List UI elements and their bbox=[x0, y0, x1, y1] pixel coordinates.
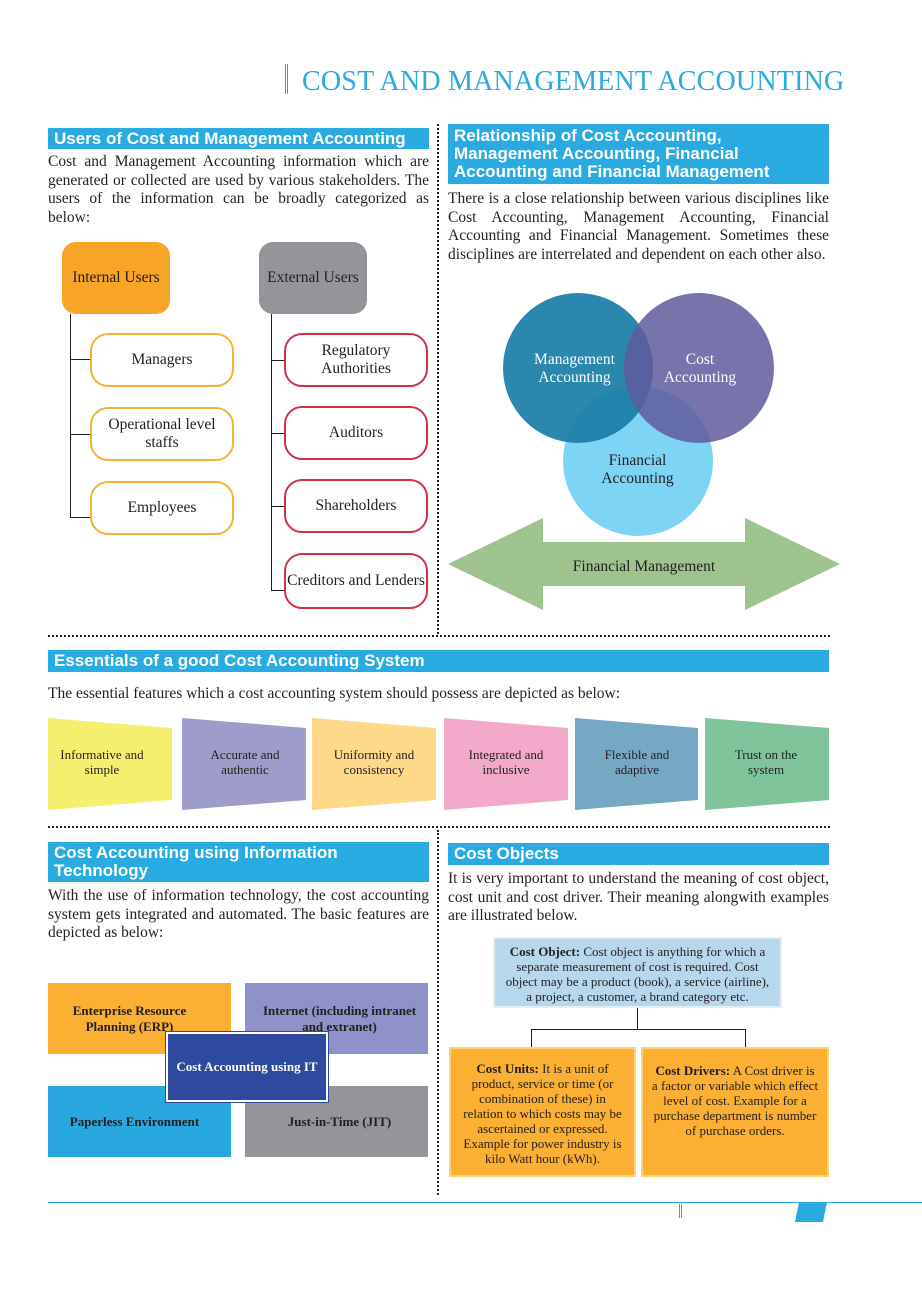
cost-driver-text: A Cost driver is a factor or variable wh… bbox=[651, 1063, 819, 1138]
financial-management-label: Financial Management bbox=[572, 558, 716, 575]
feature-uniformity-consistency: Uniformity and consistency bbox=[333, 747, 415, 777]
external-user-shareholders: Shareholders bbox=[284, 479, 428, 533]
cost-unit-text: It is a unit of product, service or time… bbox=[463, 1061, 622, 1166]
relationship-intro: There is a close relationship between va… bbox=[448, 190, 829, 263]
connector-horizontal bbox=[531, 1029, 745, 1030]
feature-shape-4 bbox=[444, 718, 568, 810]
essentials-heading: Essentials of a good Cost Accounting Sys… bbox=[48, 650, 829, 672]
feature-shape-1 bbox=[48, 718, 172, 810]
footer-rule bbox=[48, 1202, 922, 1203]
cost-driver-term: Cost Drivers: bbox=[655, 1063, 731, 1078]
feature-flexible-adaptive: Flexible and adaptive bbox=[604, 747, 670, 777]
internal-user-employees: Employees bbox=[90, 481, 234, 535]
cost-object-text: Cost object is anything for which a sepa… bbox=[505, 944, 770, 1004]
tree-branch bbox=[271, 433, 284, 434]
internal-users-box: Internal Users bbox=[62, 242, 170, 314]
feature-trust-system: Trust on the system bbox=[734, 747, 798, 777]
external-tree-line bbox=[271, 314, 272, 590]
management-accounting-label: Management Accounting bbox=[534, 351, 615, 386]
external-user-auditors: Auditors bbox=[284, 406, 428, 460]
financial-accounting-label: Financial Accounting bbox=[601, 452, 674, 487]
external-users-box: External Users bbox=[259, 242, 367, 314]
it-paperless-box: Paperless Environment bbox=[48, 1086, 231, 1157]
section-divider-2 bbox=[48, 826, 830, 828]
users-intro: Cost and Management Accounting informati… bbox=[48, 153, 429, 226]
connector-right bbox=[745, 1029, 746, 1047]
it-erp-box: Enterprise Resource Planning (ERP) bbox=[48, 983, 231, 1054]
feature-shape-6 bbox=[705, 718, 829, 810]
cost-accounting-label: Cost Accounting bbox=[663, 351, 737, 386]
tree-branch bbox=[70, 517, 90, 518]
feature-shape-3 bbox=[312, 718, 436, 810]
cost-unit-term: Cost Units: bbox=[476, 1061, 539, 1076]
tree-branch bbox=[271, 590, 284, 591]
features-strip bbox=[48, 718, 829, 810]
it-intro: With the use of information technology, … bbox=[48, 887, 429, 941]
feature-shape-2 bbox=[182, 718, 306, 810]
column-divider-bottom bbox=[437, 830, 439, 1195]
section-divider-1 bbox=[48, 635, 830, 637]
internal-user-managers: Managers bbox=[90, 333, 234, 387]
feature-accurate-authentic: Accurate and authentic bbox=[210, 747, 280, 777]
circle-cost-accounting bbox=[624, 293, 774, 443]
footer-accent-bar bbox=[679, 1204, 682, 1218]
tree-branch bbox=[271, 506, 284, 507]
financial-management-arrow bbox=[448, 518, 840, 610]
it-heading: Cost Accounting using Information Techno… bbox=[48, 842, 429, 882]
feature-integrated-inclusive: Integrated and inclusive bbox=[468, 747, 544, 777]
cost-driver-box: Cost Drivers: A Cost driver is a factor … bbox=[641, 1047, 829, 1177]
feature-shape-5 bbox=[575, 718, 698, 810]
users-heading: Users of Cost and Management Accounting bbox=[48, 128, 429, 149]
title-accent-bar bbox=[285, 64, 288, 94]
internal-tree-line bbox=[70, 314, 71, 517]
internal-user-operational-staffs: Operational level staffs bbox=[90, 407, 234, 461]
column-divider-top bbox=[437, 124, 439, 634]
tree-branch bbox=[70, 359, 90, 360]
relationship-heading: Relationship of Cost Accounting, Managem… bbox=[448, 124, 829, 184]
footer-tab-shape bbox=[795, 1202, 827, 1222]
it-center-box: Cost Accounting using IT bbox=[166, 1032, 328, 1102]
connector-left bbox=[531, 1029, 532, 1047]
cost-objects-heading: Cost Objects bbox=[448, 843, 829, 865]
cost-object-box: Cost Object: Cost object is anything for… bbox=[493, 937, 782, 1008]
tree-branch bbox=[70, 434, 90, 435]
tree-branch bbox=[271, 360, 284, 361]
external-user-creditors: Creditors and Lenders bbox=[284, 553, 428, 609]
essentials-intro: The essential features which a cost acco… bbox=[48, 685, 621, 702]
cost-objects-intro: It is very important to understand the m… bbox=[448, 870, 829, 924]
cost-object-term: Cost Object: bbox=[509, 944, 581, 959]
feature-informative-simple: Informative and simple bbox=[60, 747, 144, 777]
page-title: COST AND MANAGEMENT ACCOUNTING bbox=[302, 66, 845, 97]
cost-unit-box: Cost Units: It is a unit of product, ser… bbox=[449, 1047, 636, 1177]
connector-vertical bbox=[637, 1008, 638, 1030]
external-user-regulatory: Regulatory Authorities bbox=[284, 333, 428, 387]
